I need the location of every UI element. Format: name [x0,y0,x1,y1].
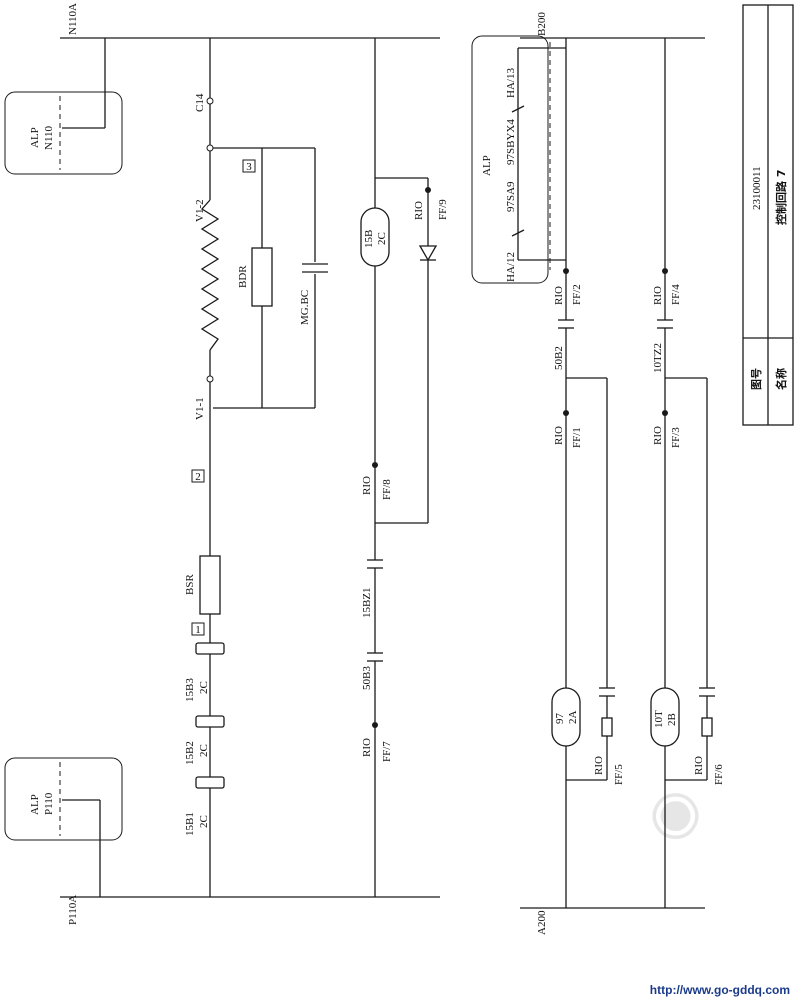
contact-50b3-label: 50B3 [361,666,373,690]
box-3-label: 3 [246,161,252,173]
title-block [742,4,794,426]
v1-1-label: V1-1 [194,397,206,420]
alp-right-contact-4: HA/13 [505,68,517,98]
column-3-wiring [551,38,615,908]
contact-15b1-sub: 2C [198,815,210,828]
rio-ff5-ff: FF/5 [613,764,625,785]
rio-ff6-rio: RIO [693,756,705,775]
rio-ff5-rio: RIO [593,756,605,775]
name-value: 控制回路 7 [774,170,788,225]
contact-15bz1-label: 15BZ1 [361,587,373,618]
bsr-label: BSR [184,574,196,595]
relay-97-sub: 2A [567,711,579,725]
contact-50b2-label: 50B2 [553,346,565,370]
bus-b200-label: B200 [536,12,548,36]
relay-10t-sub: 2B [666,713,678,726]
rio-ff9-ff: FF/9 [437,199,449,220]
rio-ff3-rio: RIO [652,426,664,445]
contact-15b2-sub: 2C [198,744,210,757]
contact-15b3-sub: 2C [198,681,210,694]
rio-ff7-ff: FF/7 [381,741,393,762]
rio-ff9-rio: RIO [413,201,425,220]
bus-p110a-label: P110A [67,895,79,925]
box-2-label: 2 [195,471,201,483]
rio-ff4-rio: RIO [652,286,664,305]
c14-label: C14 [194,93,206,112]
rio-ff8-rio: RIO [361,476,373,495]
rio-ff7-rio: RIO [361,738,373,757]
bus-n110a-label: N110A [67,3,79,35]
alp-right-contact-2: 97SA9 [505,181,517,212]
rio-ff6-ff: FF/6 [713,764,725,785]
rio-ff1-ff: FF/1 [571,427,583,448]
alp-top-terminal: N110 [43,125,55,150]
rio-ff8-ff: FF/8 [381,479,393,500]
drawing-no-label: 图号 [750,368,763,390]
relay-97-name: 97 [554,713,566,725]
column-1-wiring [191,38,328,897]
alp-top-title: ALP [29,127,41,148]
box-1-label: 1 [195,624,201,636]
alp-box-top [4,38,123,175]
alp-right-title: ALP [481,155,493,176]
rio-ff2-ff: FF/2 [571,284,583,305]
bus-lines [60,37,705,909]
drawing-no-value: 23100011 [751,166,763,210]
contact-10tz2-label: 10TZ2 [652,343,664,373]
rio-ff2-rio: RIO [553,286,565,305]
contact-15b2-name: 15B2 [184,741,196,765]
rio-ff3-ff: FF/3 [670,427,682,448]
relay-15b-name: 15B [363,230,375,248]
contact-15b1-name: 15B1 [184,812,196,836]
bus-a200-label: A200 [536,910,548,935]
rio-ff1-rio: RIO [553,426,565,445]
rio-ff4-ff: FF/4 [670,284,682,305]
column-2-wiring [360,38,438,897]
relay-10t-name: 10T [653,710,665,728]
v1-2-label: V1-2 [194,199,206,222]
contact-15b3-name: 15B3 [184,678,196,702]
alp-box-right [471,35,566,284]
alp-right-contact-1: HA/12 [505,252,517,282]
alp-bottom-title: ALP [29,794,41,815]
column-4-wiring [650,38,715,908]
bdr-label: BDR [237,265,249,288]
alp-bottom-terminal: P110 [43,792,55,815]
alp-box-bottom [4,757,123,897]
watermark: ◉ [645,790,715,842]
svg-text:◉: ◉ [645,790,715,842]
alp-right-contact-3: 97SBYX4 [505,119,517,165]
relay-15b-sub: 2C [376,232,388,245]
mgbc-label: MG.BC [299,290,311,325]
footer-url[interactable]: http://www.go-gddq.com [650,983,790,997]
name-label: 名称 [774,368,788,390]
